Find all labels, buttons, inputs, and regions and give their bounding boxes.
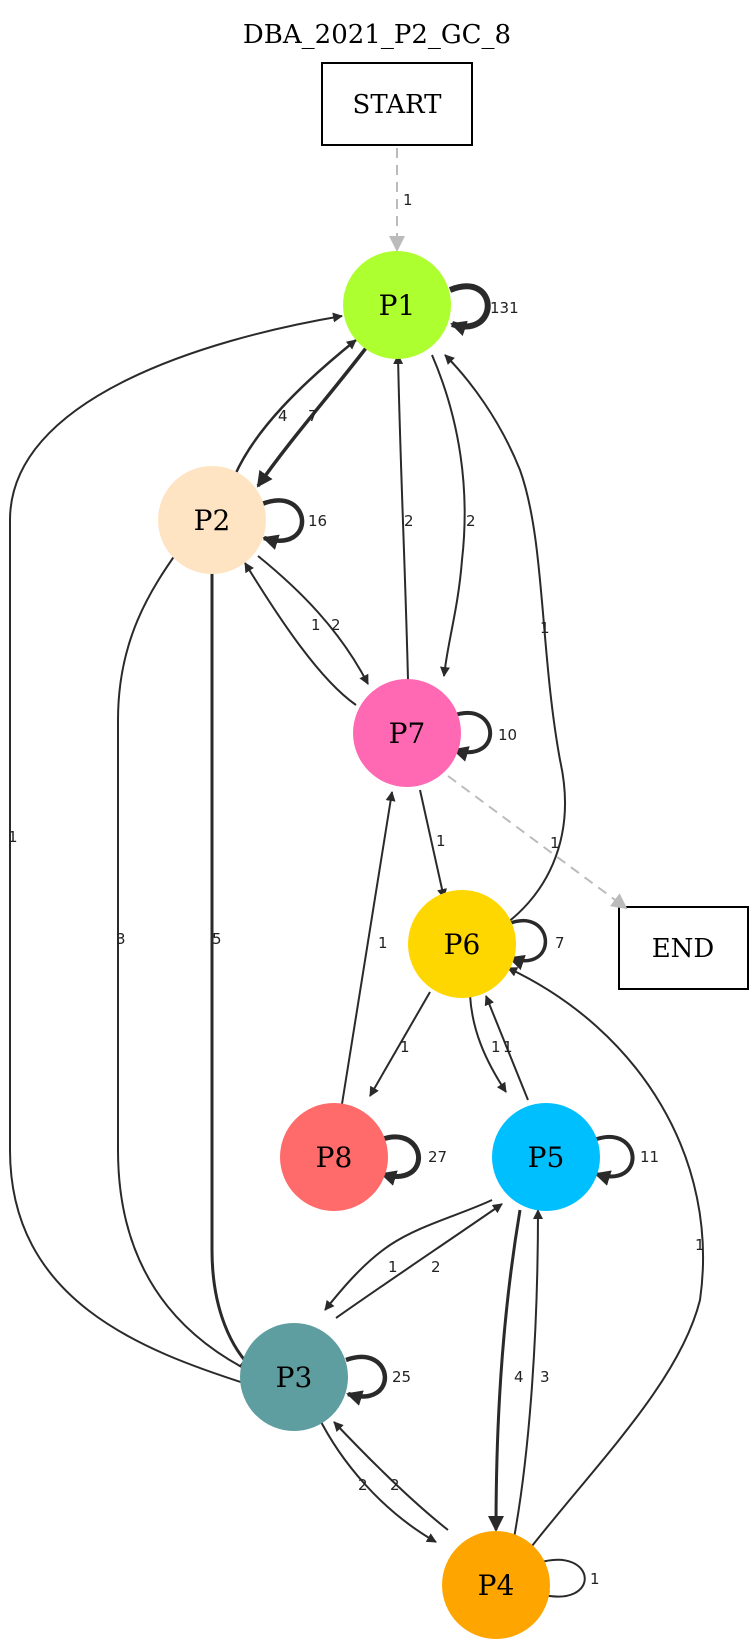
edge-label-p7-p6: 1 [436, 832, 446, 850]
edge-label-p3-p1: 1 [8, 828, 18, 846]
edge-label-p7-p1: 2 [404, 512, 414, 530]
edge-p1-p2 [256, 346, 368, 488]
node-p5-circle [492, 1103, 600, 1211]
edge-p5-p6 [484, 995, 529, 1101]
edge-p2-p1 [233, 339, 357, 476]
node-p4-label: P4 [478, 1569, 515, 1602]
edge-p2-p7 [257, 555, 369, 685]
edge-p7-p1 [393, 354, 409, 681]
node-p7: P7 [353, 679, 461, 787]
edge-label-p8-p8: 27 [428, 1148, 447, 1166]
node-p7-circle [353, 679, 461, 787]
edge-p6-p5 [469, 994, 507, 1093]
edge-label-p4-p6: 1 [695, 1236, 705, 1254]
edge-label-p7-p7: 10 [498, 726, 517, 744]
edge-label-p7-p2: 1 [311, 616, 321, 634]
edge-label-p8-p7: 1 [378, 934, 388, 952]
node-p5: P5 [492, 1103, 600, 1211]
edge-p6-p1 [444, 354, 566, 933]
edge-p8-p8 [379, 1134, 421, 1186]
edge-label-p1-p7: 2 [466, 512, 476, 530]
node-p3-circle [240, 1323, 348, 1431]
node-p3-label: P3 [276, 1361, 313, 1394]
edge-p8-p7 [341, 791, 396, 1105]
edge-p4-p4 [537, 1558, 586, 1602]
edge-label-p3-p3: 25 [392, 1368, 411, 1386]
node-p8-label: P8 [316, 1141, 353, 1174]
edge-label-p2-p3: 5 [212, 930, 222, 948]
edge-p5-p3 [324, 1199, 493, 1311]
edge-label-p4-p5: 3 [540, 1368, 550, 1386]
edge-p5-p4 [488, 1209, 522, 1532]
edge-p3-p4 [317, 1415, 437, 1543]
node-p3: P3 [240, 1323, 348, 1431]
edge-label-p6-p1: 1 [540, 619, 550, 637]
edge-label-p1-p2: 7 [308, 407, 318, 425]
edge-label-p5-p4: 4 [514, 1368, 524, 1386]
edge-label-p2-p7: 2 [331, 616, 341, 634]
edge-p4-p5 [513, 1209, 543, 1539]
edge-label-p5-p3: 1 [388, 1258, 398, 1276]
end-label: END [652, 934, 715, 964]
edge-label-p3-p2: 3 [116, 930, 126, 948]
edge-p1-p7 [431, 354, 466, 677]
node-p4-circle [442, 1531, 550, 1639]
edge-p7-end [447, 775, 628, 910]
graph-title: DBA_2021_P2_GC_8 [243, 20, 511, 50]
node-p6: P6 [408, 890, 516, 998]
edge-p4-p6 [507, 967, 705, 1547]
edge-p2-p2 [261, 498, 305, 550]
edge-p3-p5 [335, 1203, 503, 1319]
edge-p6-p8 [369, 991, 431, 1097]
edges: 1 131 4 7 16 2 2 1 1 1 2 10 [8, 148, 705, 1602]
node-p2-label: P2 [194, 504, 231, 537]
edge-label-p6-p5: 1 [491, 1038, 501, 1056]
edge-p7-p7 [451, 711, 493, 762]
node-p7-label: P7 [389, 717, 426, 750]
edge-p2-p3 [210, 558, 256, 1372]
edge-label-p3-p4: 2 [358, 1476, 368, 1494]
start-box: START [321, 62, 473, 146]
start-label: START [353, 90, 443, 120]
node-p1-circle [343, 251, 451, 359]
edge-p3-p3 [345, 1354, 388, 1406]
end-box: END [618, 906, 749, 990]
node-p6-circle [408, 890, 516, 998]
node-p6-label: P6 [444, 928, 481, 961]
edge-p1-p1 [448, 283, 491, 337]
node-p5-label: P5 [528, 1141, 565, 1174]
edge-p7-p2 [244, 562, 357, 706]
edge-label-p4-p4: 1 [590, 1570, 600, 1588]
node-p8-circle [280, 1103, 388, 1211]
edge-label-p5-p6: 1 [503, 1038, 513, 1056]
nodes: P1 P2 P7 P6 P8 P5 P3 P4 [158, 251, 600, 1639]
edge-label-start-p1: 1 [403, 191, 413, 209]
node-p2-circle [158, 466, 266, 574]
edge-label-p7-end: 1 [550, 834, 560, 852]
edge-label-p2-p2: 16 [308, 512, 327, 530]
edge-p3-p1 [9, 312, 343, 1386]
edge-label-p6-p8: 1 [400, 1038, 410, 1056]
edge-label-p4-p3: 2 [390, 1476, 400, 1494]
node-p8: P8 [280, 1103, 388, 1211]
edge-label-p3-p5: 2 [431, 1258, 441, 1276]
node-p4: P4 [442, 1531, 550, 1639]
edge-label-p2-p1: 4 [278, 407, 288, 425]
edge-p7-p6 [419, 789, 447, 899]
edge-p4-p3 [333, 1421, 449, 1531]
edge-label-p5-p5: 11 [640, 1148, 659, 1166]
edge-label-p1-p1: 131 [490, 299, 519, 317]
edge-p5-p5 [593, 1135, 635, 1186]
edge-p3-p2 [117, 547, 269, 1381]
edge-p6-p6 [507, 919, 548, 971]
node-p1: P1 [343, 251, 451, 359]
edge-label-p6-p6: 7 [555, 934, 565, 952]
node-p2: P2 [158, 466, 266, 574]
node-p1-label: P1 [379, 289, 416, 322]
